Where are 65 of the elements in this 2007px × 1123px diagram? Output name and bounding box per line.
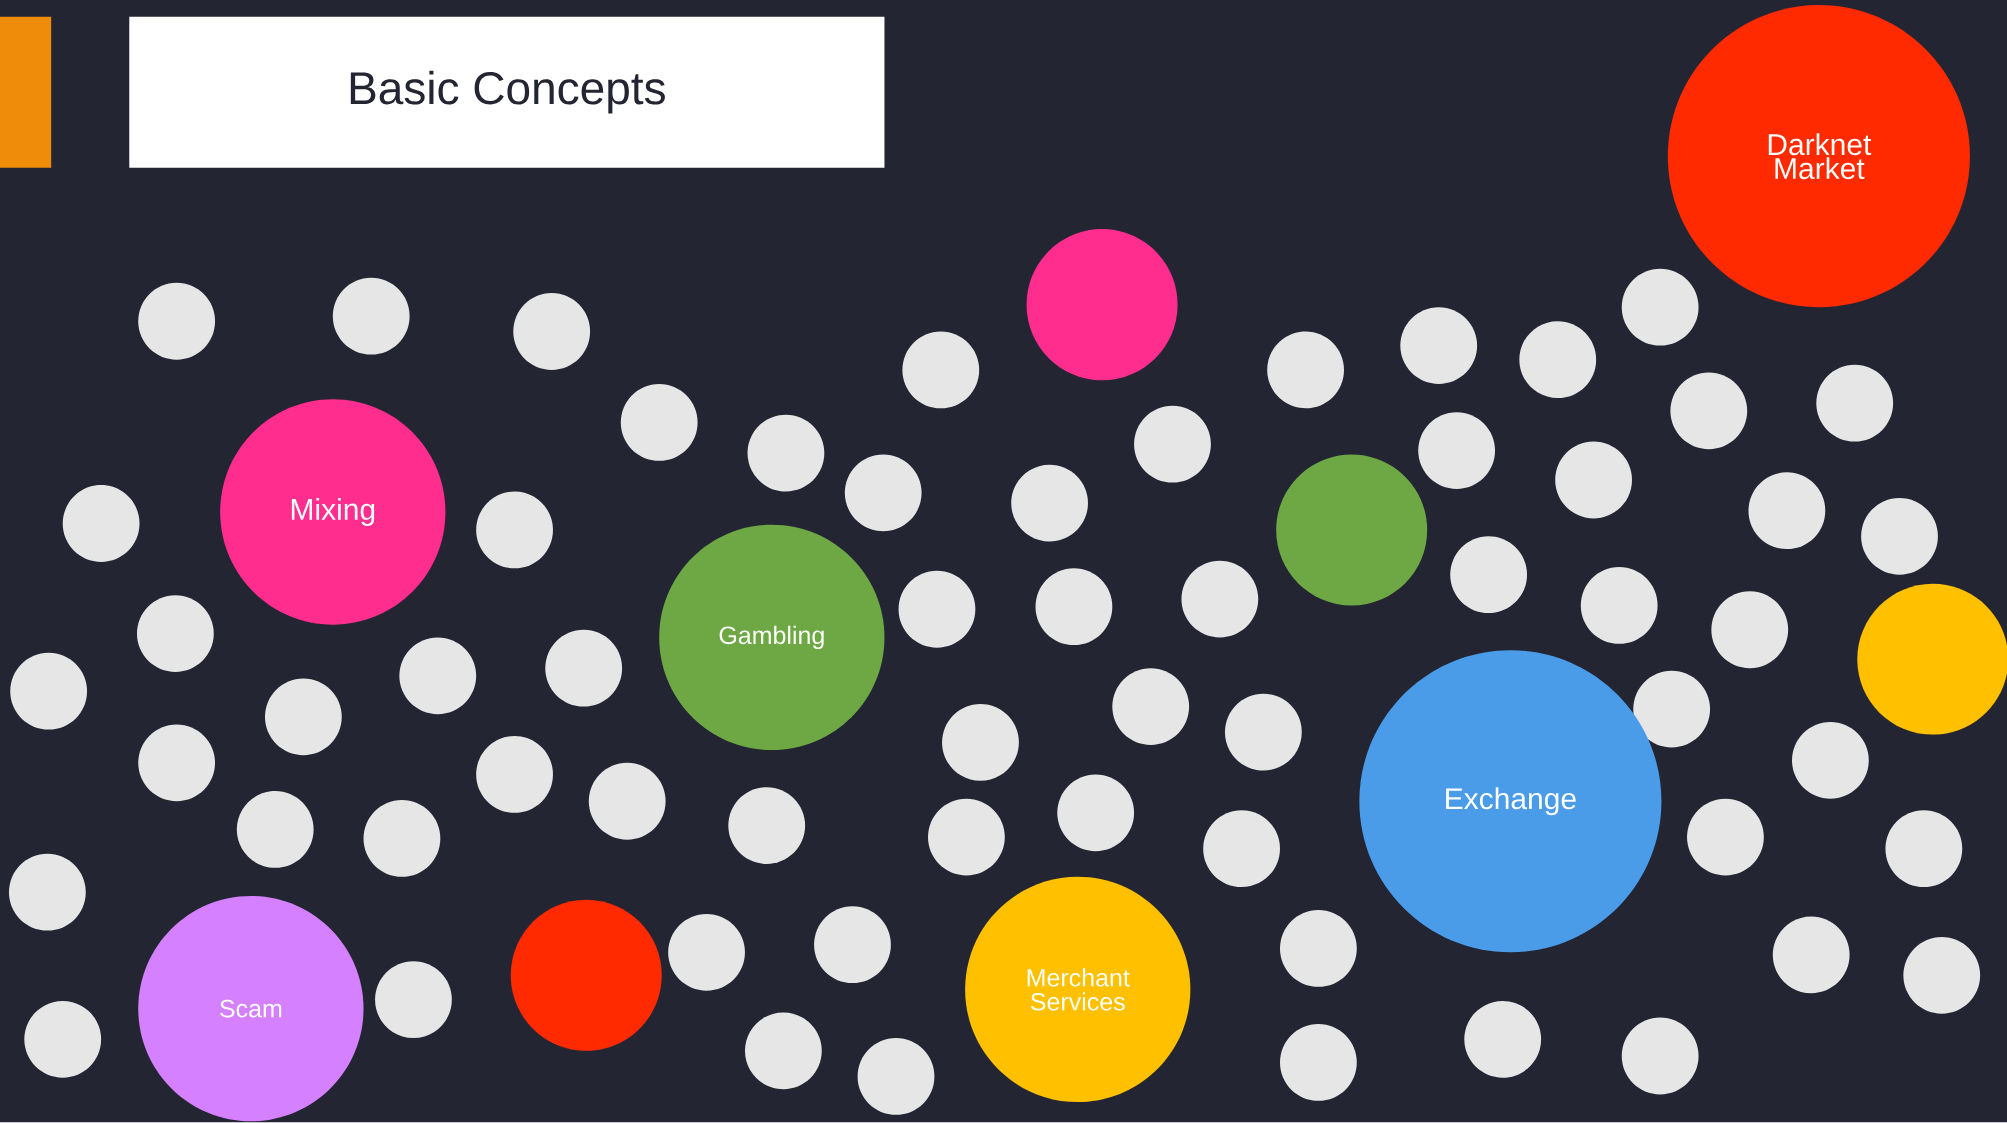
circle xyxy=(1792,722,1869,799)
circle xyxy=(1687,798,1764,876)
circle xyxy=(1519,321,1597,399)
circle xyxy=(264,678,342,756)
circle xyxy=(138,724,216,802)
circle xyxy=(1580,567,1658,645)
circle xyxy=(375,961,452,1039)
circle xyxy=(902,331,980,409)
circle xyxy=(476,736,553,813)
circle xyxy=(1748,472,1826,550)
circle xyxy=(1903,937,1981,1014)
circle xyxy=(928,798,1005,876)
circle xyxy=(728,787,806,865)
circle xyxy=(1181,560,1259,638)
circle xyxy=(1011,464,1088,542)
circle xyxy=(332,278,410,355)
circle xyxy=(844,454,922,532)
circle xyxy=(1555,441,1632,519)
circle xyxy=(62,485,140,563)
circle xyxy=(1267,331,1344,409)
circle xyxy=(1112,668,1190,746)
circle xyxy=(1400,307,1478,385)
circle xyxy=(857,1038,935,1116)
circle xyxy=(898,571,976,648)
circle xyxy=(668,914,745,991)
circle xyxy=(1134,406,1211,483)
circle xyxy=(1670,372,1748,450)
circle xyxy=(1280,910,1357,988)
circle xyxy=(1772,916,1850,994)
circle xyxy=(510,900,662,1052)
title-box: Basic Concepts xyxy=(129,16,885,168)
circle xyxy=(513,293,591,371)
circle xyxy=(1861,498,1938,575)
circle xyxy=(1203,810,1280,888)
circle xyxy=(1026,229,1178,381)
circle xyxy=(1224,694,1302,771)
circle xyxy=(1621,269,1699,346)
circle xyxy=(1464,1001,1542,1078)
circle xyxy=(1035,568,1113,646)
circle xyxy=(1057,774,1135,852)
circle xyxy=(1280,1024,1357,1101)
circle xyxy=(747,414,825,492)
circle xyxy=(1450,536,1528,614)
circle xyxy=(1885,810,1963,888)
circle xyxy=(814,906,891,984)
circle xyxy=(236,791,314,869)
circle xyxy=(620,384,698,461)
circle xyxy=(1276,454,1428,606)
circle xyxy=(1816,365,1894,442)
circle xyxy=(545,630,623,707)
circle xyxy=(8,854,86,931)
circle xyxy=(138,283,216,360)
circle xyxy=(1621,1017,1699,1095)
circle xyxy=(942,704,1019,782)
circle xyxy=(588,763,666,840)
circle xyxy=(10,653,88,730)
circle xyxy=(399,637,477,715)
circle xyxy=(1418,412,1496,490)
circle xyxy=(136,595,214,673)
circle xyxy=(1711,591,1789,669)
circle xyxy=(363,800,441,877)
circle xyxy=(1633,670,1711,748)
circle xyxy=(24,1001,102,1078)
circle xyxy=(744,1012,822,1090)
circle xyxy=(476,491,553,569)
